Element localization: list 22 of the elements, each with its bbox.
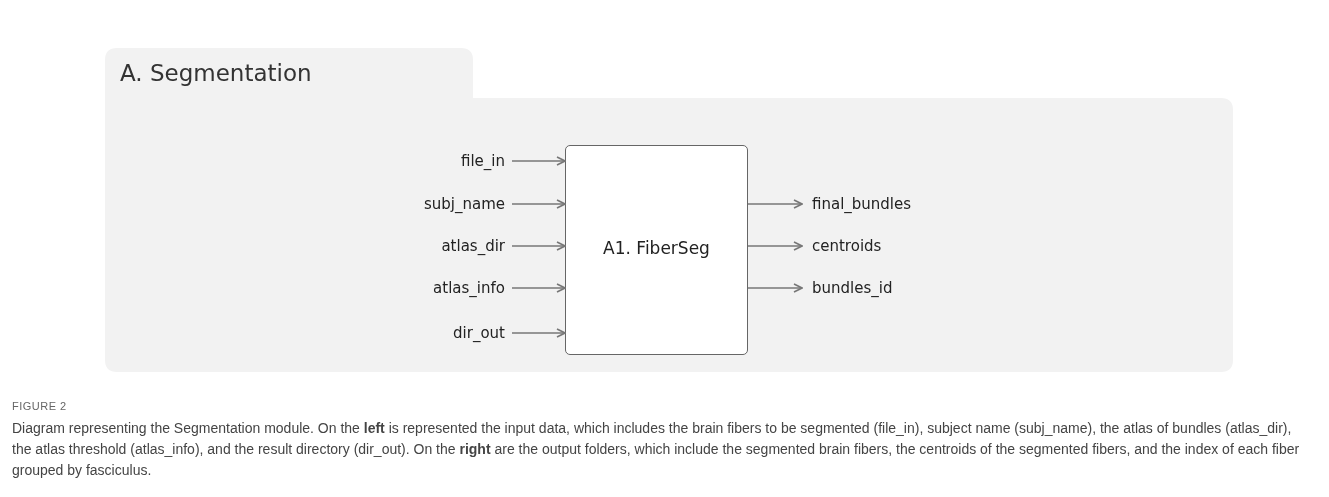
arrow	[511, 241, 566, 251]
output-label: final_bundles	[812, 193, 952, 215]
arrow	[747, 199, 803, 209]
arrow	[511, 283, 566, 293]
arrow	[747, 241, 803, 251]
output-label: bundles_id	[812, 277, 952, 299]
arrow	[511, 156, 566, 166]
panel-title: A. Segmentation	[120, 60, 312, 86]
panel-background	[105, 48, 1233, 372]
input-label: subj_name	[420, 193, 505, 215]
process-box	[565, 145, 748, 355]
input-label: atlas_info	[420, 277, 505, 299]
input-label: atlas_dir	[420, 235, 505, 257]
process-label: A1. FiberSeg	[602, 238, 711, 258]
arrow	[747, 283, 803, 293]
arrow	[511, 328, 566, 338]
figure-number: FIGURE 2	[12, 400, 67, 412]
input-label: file_in	[420, 150, 505, 172]
arrow	[511, 199, 566, 209]
caption: Diagram representing the Segmentation module. On the left is represented the input data, which includes the brain fibers to be segmented (file_in), subject name (subj_name), the atlas of bundles (atlas_dir), the atlas threshold (atlas_info), and the result directory (dir_out). On the right are the output folders, which include the segmented brain fibers, the centroids of the segmented fibers, and the index of each fiber grouped by fasciculus.	[12, 419, 1301, 480]
input-label: dir_out	[420, 322, 505, 344]
output-label: centroids	[812, 235, 952, 257]
